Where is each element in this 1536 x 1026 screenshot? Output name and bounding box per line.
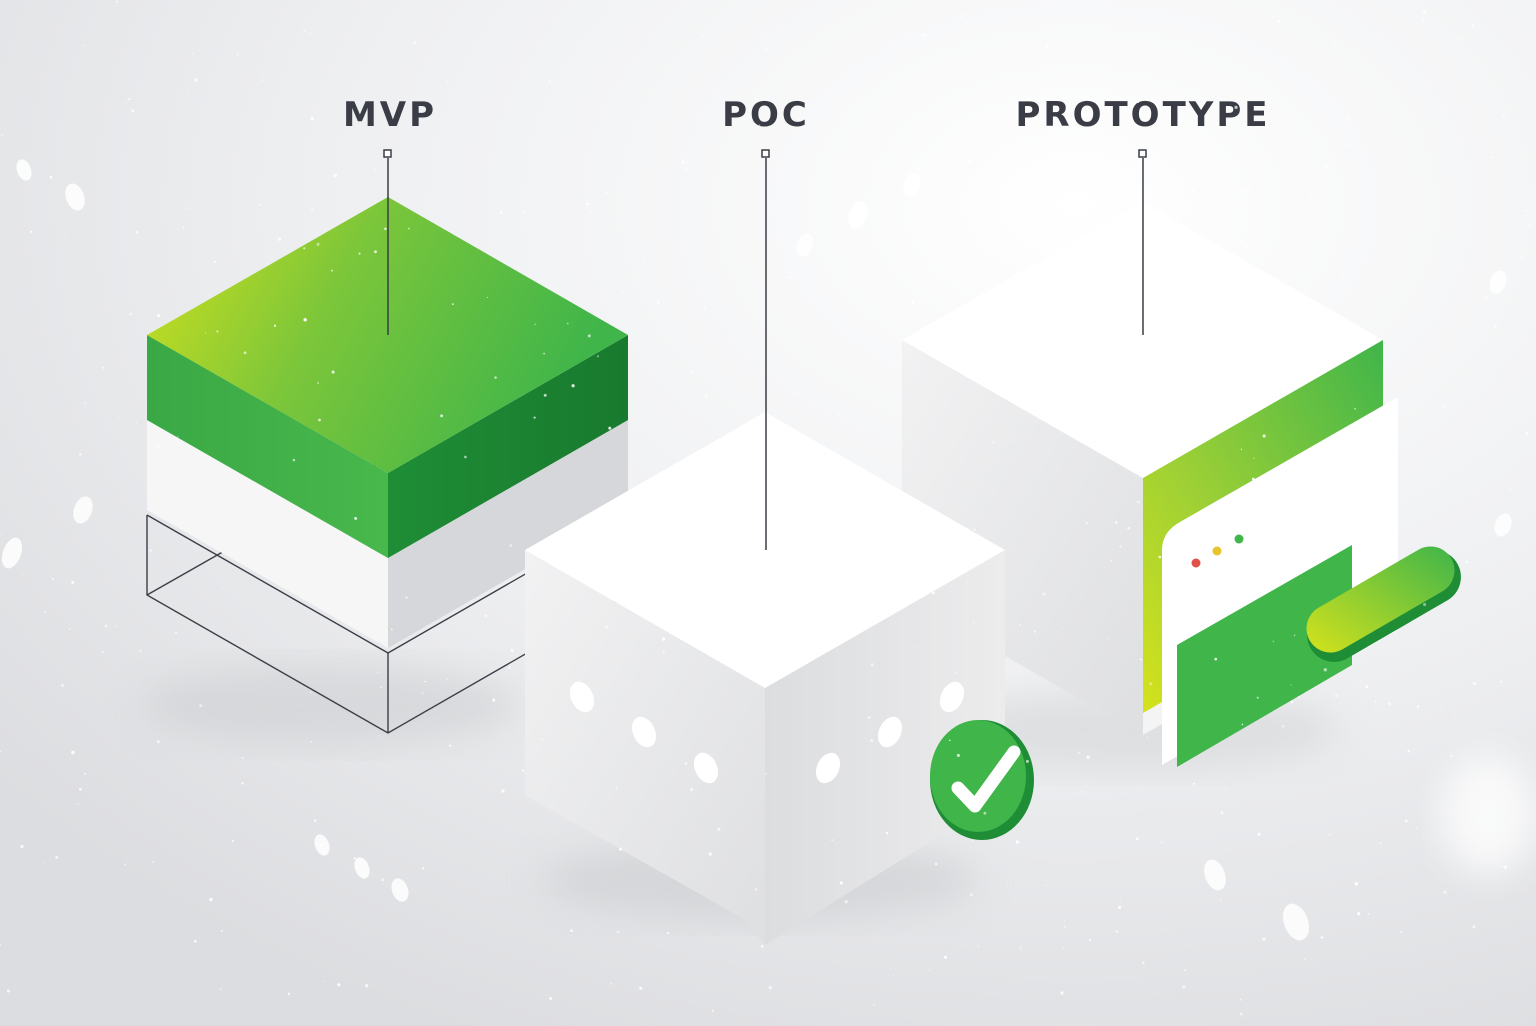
prototype-block bbox=[902, 202, 1461, 770]
checkmark-icon bbox=[930, 720, 1034, 840]
poc-cube-right bbox=[765, 550, 1005, 945]
floating-particles bbox=[1, 159, 1536, 941]
poc-cube-top bbox=[525, 412, 1005, 688]
window-controls-icon bbox=[1191, 534, 1244, 568]
prototype-cube-top bbox=[902, 202, 1383, 478]
prototype-label: PROTOTYPE bbox=[1015, 95, 1270, 135]
mvp-slab-left bbox=[147, 420, 388, 648]
mvp-label: MVP bbox=[343, 95, 437, 135]
leader-lines bbox=[383, 149, 1147, 550]
toggle-switch-icon bbox=[1306, 546, 1461, 662]
poc-cube-left bbox=[525, 550, 765, 945]
mvp-slab-right bbox=[388, 420, 628, 648]
poc-dots bbox=[569, 681, 965, 784]
mvp-green-left bbox=[147, 335, 388, 558]
mvp-green-right bbox=[388, 335, 628, 558]
poc-label: POC bbox=[722, 95, 810, 135]
prototype-green-card bbox=[1177, 545, 1352, 767]
poc-block bbox=[525, 412, 1034, 945]
